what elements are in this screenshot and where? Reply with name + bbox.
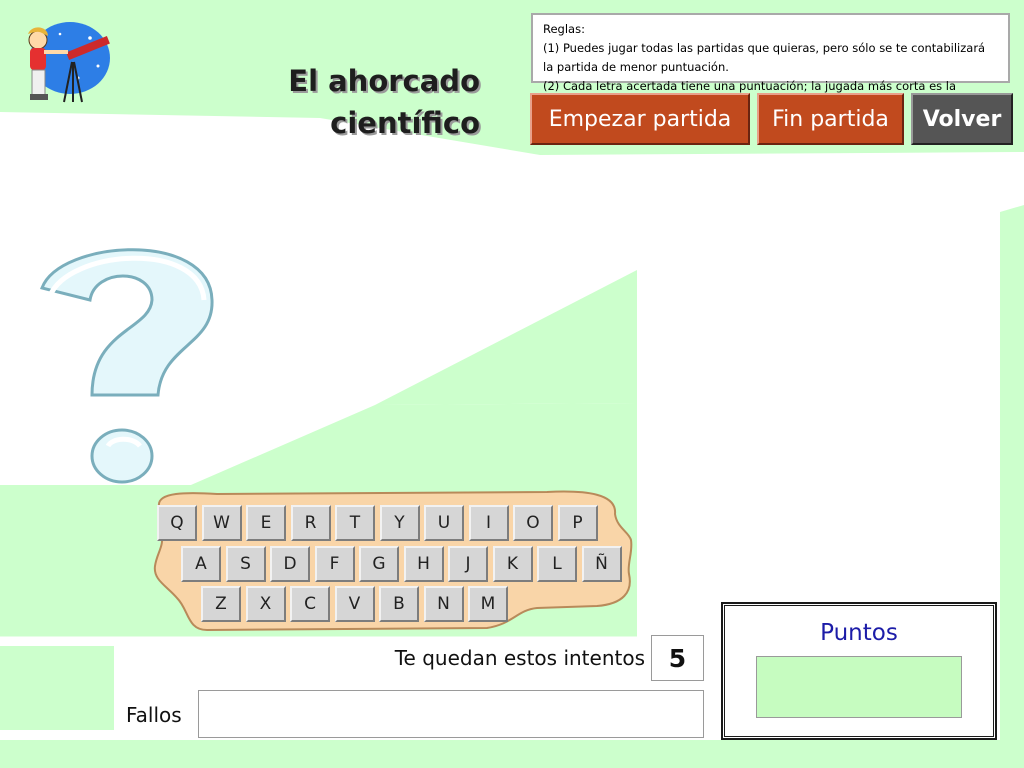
score-field <box>756 656 962 718</box>
back-button[interactable]: Volver <box>911 93 1013 145</box>
end-game-button[interactable]: Fin partida <box>757 93 904 145</box>
key-f[interactable]: F <box>314 546 355 582</box>
key-ñ[interactable]: Ñ <box>581 546 622 582</box>
key-t[interactable]: T <box>335 505 375 541</box>
question-mark-icon <box>40 248 214 484</box>
rules-cut-line: (2) Cada letra acertada tiene una puntua… <box>543 77 998 93</box>
key-d[interactable]: D <box>270 546 310 582</box>
key-q[interactable]: Q <box>157 505 197 541</box>
attempts-counter: 5 <box>651 635 704 681</box>
key-k[interactable]: K <box>492 546 533 582</box>
start-game-button[interactable]: Empezar partida <box>530 93 750 145</box>
telescope-logo-icon <box>28 22 110 103</box>
failures-field <box>198 690 704 738</box>
key-z[interactable]: Z <box>201 586 241 622</box>
rules-text: (1) Puedes jugar todas las partidas que … <box>543 41 986 74</box>
attempts-label: Te quedan estos intentos <box>394 646 645 670</box>
rules-panel[interactable]: Reglas: (1) Puedes jugar todas las parti… <box>531 13 1010 93</box>
key-g[interactable]: G <box>359 546 399 582</box>
rules-heading: Reglas: <box>543 22 585 36</box>
key-x[interactable]: X <box>245 586 286 622</box>
score-label: Puntos <box>820 620 898 646</box>
key-p[interactable]: P <box>557 505 598 541</box>
key-s[interactable]: S <box>225 546 266 582</box>
key-y[interactable]: Y <box>379 505 420 541</box>
key-n[interactable]: N <box>423 586 464 622</box>
key-u[interactable]: U <box>424 505 464 541</box>
title-line-2: científico <box>330 106 480 140</box>
game-title: El ahorcado científico <box>250 60 480 144</box>
key-i[interactable]: I <box>468 505 509 541</box>
key-r[interactable]: R <box>290 505 331 541</box>
key-v[interactable]: V <box>334 586 375 622</box>
key-h[interactable]: H <box>403 546 444 582</box>
title-line-1: El ahorcado <box>288 64 480 98</box>
key-b[interactable]: B <box>379 586 419 622</box>
score-panel: Puntos <box>721 602 997 740</box>
key-o[interactable]: O <box>513 505 553 541</box>
key-w[interactable]: W <box>201 505 242 541</box>
key-c[interactable]: C <box>290 586 330 622</box>
key-m[interactable]: M <box>468 586 508 622</box>
key-a[interactable]: A <box>181 546 221 582</box>
key-j[interactable]: J <box>448 546 488 582</box>
key-e[interactable]: E <box>246 505 286 541</box>
failures-label: Fallos <box>126 703 182 727</box>
key-l[interactable]: L <box>537 546 577 582</box>
